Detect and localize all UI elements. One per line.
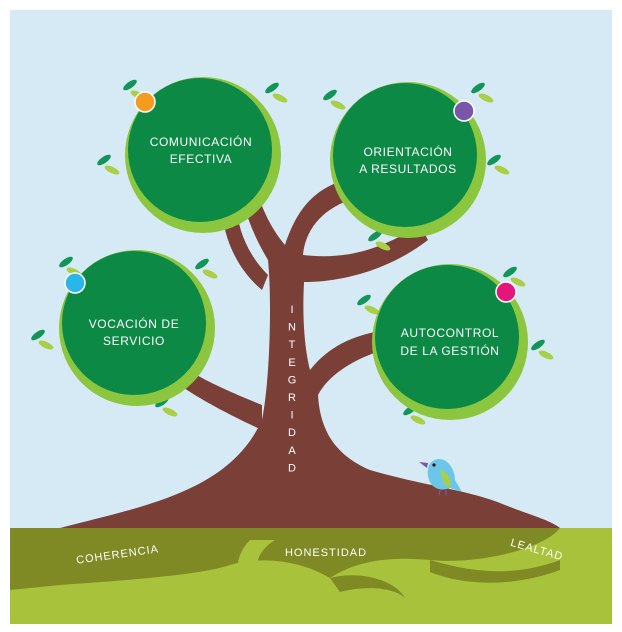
circle-orientacion: ORIENTACIÓN A RESULTADOS [330, 82, 486, 238]
ground-roots [10, 528, 560, 598]
root-label-honestidad: HONESTIDAD [285, 547, 367, 559]
bead-autocontrol [495, 281, 517, 303]
bird-icon [419, 458, 462, 496]
label-autocontrol-line2: DE LA GESTIÓN [400, 343, 499, 358]
bead-orientacion [453, 100, 475, 122]
label-vocacion-line1: VOCACIÓN DE [89, 316, 180, 331]
label-vocacion-line2: SERVICIO [103, 334, 165, 348]
circle-vocacion: VOCACIÓN DE SERVICIO [59, 250, 215, 406]
label-comunicacion-line1: COMUNICACIÓN [150, 134, 253, 149]
circle-autocontrol: AUTOCONTROL DE LA GESTIÓN [372, 264, 528, 420]
label-orientacion-line2: A RESULTADOS [359, 162, 456, 176]
bead-comunicacion [134, 91, 156, 113]
label-autocontrol-line1: AUTOCONTROL [401, 326, 499, 340]
label-orientacion-line1: ORIENTACIÓN [363, 144, 452, 159]
bead-vocacion [64, 272, 86, 294]
circle-comunicacion: COMUNICACIÓN EFECTIVA [125, 77, 281, 233]
label-comunicacion-line2: EFECTIVA [170, 152, 233, 166]
